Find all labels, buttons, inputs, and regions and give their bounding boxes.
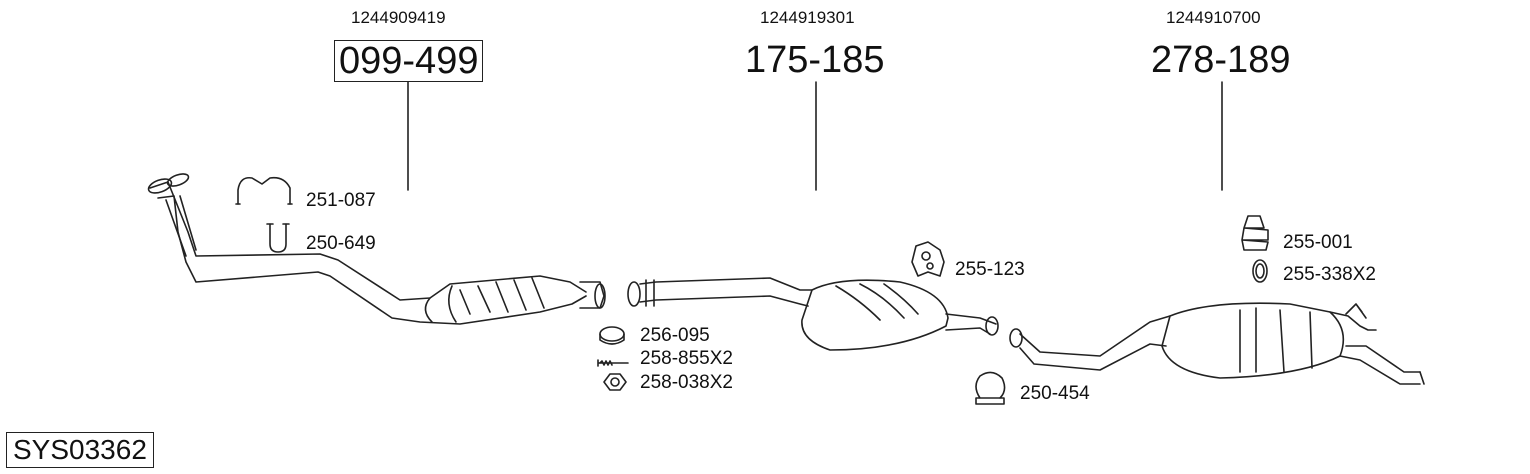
rubber-ring-icon: [1252, 259, 1268, 283]
oem-number-front-pipe: 1244909419: [351, 8, 446, 27]
front-pipe-catalyst: [147, 173, 606, 325]
rubber-mount-icon: [1241, 215, 1269, 251]
fitting-label-250-649[interactable]: 250-649: [306, 233, 376, 254]
fitting-label-258-038x2[interactable]: 258-038X2: [640, 372, 733, 393]
part-number-rear-pipe[interactable]: 278-189: [1151, 39, 1291, 81]
fitting-label-251-087[interactable]: 251-087: [306, 190, 376, 211]
gasket-ring-icon: [599, 326, 625, 342]
fitting-label-255-001[interactable]: 255-001: [1283, 232, 1353, 253]
pipe-clamp-icon: [975, 371, 1006, 405]
part-number-front-pipe[interactable]: 099-499: [334, 40, 484, 82]
fitting-label-255-338x2[interactable]: 255-338X2: [1283, 264, 1376, 285]
u-bolt-icon: [269, 223, 287, 253]
rubber-hanger-icon: [911, 241, 945, 277]
fitting-label-255-123[interactable]: 255-123: [955, 259, 1025, 280]
part-number-center-pipe[interactable]: 175-185: [745, 39, 885, 81]
center-pipe-silencer: [627, 277, 999, 351]
nut-icon: [603, 373, 627, 391]
fitting-label-258-855x2[interactable]: 258-855X2: [640, 348, 733, 369]
oem-number-rear-pipe: 1244910700: [1166, 8, 1261, 27]
bolt-icon: [597, 359, 629, 367]
fitting-label-250-454[interactable]: 250-454: [1020, 383, 1090, 404]
rear-pipe-silencer: [1009, 302, 1425, 385]
system-code-label: SYS03362: [6, 432, 154, 468]
u-bolt-clamp-icon: [237, 176, 291, 205]
oem-number-center-pipe: 1244919301: [760, 8, 855, 27]
fitting-label-256-095[interactable]: 256-095: [640, 325, 710, 346]
